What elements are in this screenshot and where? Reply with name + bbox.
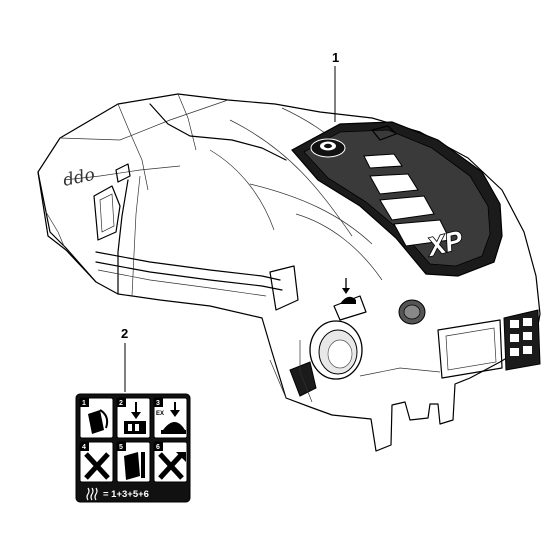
center-seam — [149, 103, 287, 161]
decal-cell-3-subscript: EX — [156, 411, 164, 417]
decal-cell-6: 6 — [153, 441, 188, 483]
decal-cell-1-number: 1 — [82, 400, 86, 407]
decal-cell-2-number: 2 — [119, 400, 123, 407]
decal-cell-6-number: 6 — [156, 444, 160, 451]
decal-cell-5: 5 — [116, 441, 151, 483]
panel-lock-icon — [124, 452, 145, 480]
decal-cell-4-number: 4 — [82, 444, 86, 451]
vent-slot-1 — [363, 153, 403, 169]
center-column — [117, 179, 129, 295]
callout-2-label: 2 — [121, 326, 128, 341]
column-edge — [131, 175, 141, 297]
tilt-hood-icon — [88, 409, 109, 434]
dome-line-4 — [209, 149, 275, 231]
vent-slot-4 — [393, 219, 451, 247]
round-opening — [309, 320, 363, 380]
top-latch — [371, 125, 397, 141]
vent-slots — [363, 153, 451, 247]
rear-panel-inner — [445, 327, 497, 371]
cross-arrow-icon — [158, 452, 186, 480]
heat-waves-icon — [86, 487, 98, 501]
decal-formula: = 1+3+5+6 — [103, 489, 149, 500]
lower-fold-3 — [269, 359, 287, 399]
left-vent — [93, 185, 121, 241]
press-down-icon — [124, 402, 146, 434]
decal-formula-row: = 1+3+5+6 — [86, 487, 149, 501]
engine-cover: ddo XP — [37, 93, 541, 452]
side-flap-panel — [269, 265, 299, 311]
top-ridge-1 — [59, 99, 229, 141]
lower-fold-1 — [359, 367, 441, 377]
body-stripe-1 — [95, 251, 281, 281]
callout-1: 1 — [332, 50, 339, 122]
vent-slot-3 — [379, 195, 435, 221]
no-tools-cross-icon — [84, 452, 110, 480]
lift-symbol-icon — [333, 278, 367, 321]
decal-cell-4: 4 — [79, 441, 114, 483]
left-lens — [115, 163, 131, 183]
decal-cell-3-number: 3 — [156, 400, 160, 407]
top-ridge-2 — [117, 103, 149, 191]
decal-cell-3: 3 EX — [153, 397, 188, 439]
callout-2: 2 — [121, 326, 128, 392]
left-flap — [37, 171, 97, 283]
round-emblem — [398, 299, 426, 325]
cover-outline — [37, 93, 541, 452]
dome-line-5 — [295, 213, 383, 281]
top-ridge-4 — [63, 165, 181, 181]
decal-cell-2: 2 — [116, 397, 151, 439]
dome-line-3 — [249, 183, 373, 245]
lift-dome-icon — [161, 402, 186, 434]
instruction-decal: 1 2 3 EX — [75, 393, 191, 503]
connector-block — [503, 309, 541, 371]
side-logo: ddo — [61, 165, 96, 191]
top-ridge-3 — [177, 93, 197, 151]
callout-1-label: 1 — [332, 50, 339, 65]
left-flap-edge — [45, 211, 65, 247]
body-stripe-3 — [97, 269, 267, 297]
lower-fold-2 — [299, 340, 313, 403]
vent-slot-2 — [369, 173, 419, 195]
oil-cap — [310, 138, 346, 158]
decal-cell-5-number: 5 — [119, 444, 123, 451]
decal-cell-1: 1 — [79, 397, 114, 439]
left-vent-inner — [99, 193, 115, 233]
rear-panel — [437, 319, 503, 379]
body-stripe-2 — [95, 261, 283, 291]
